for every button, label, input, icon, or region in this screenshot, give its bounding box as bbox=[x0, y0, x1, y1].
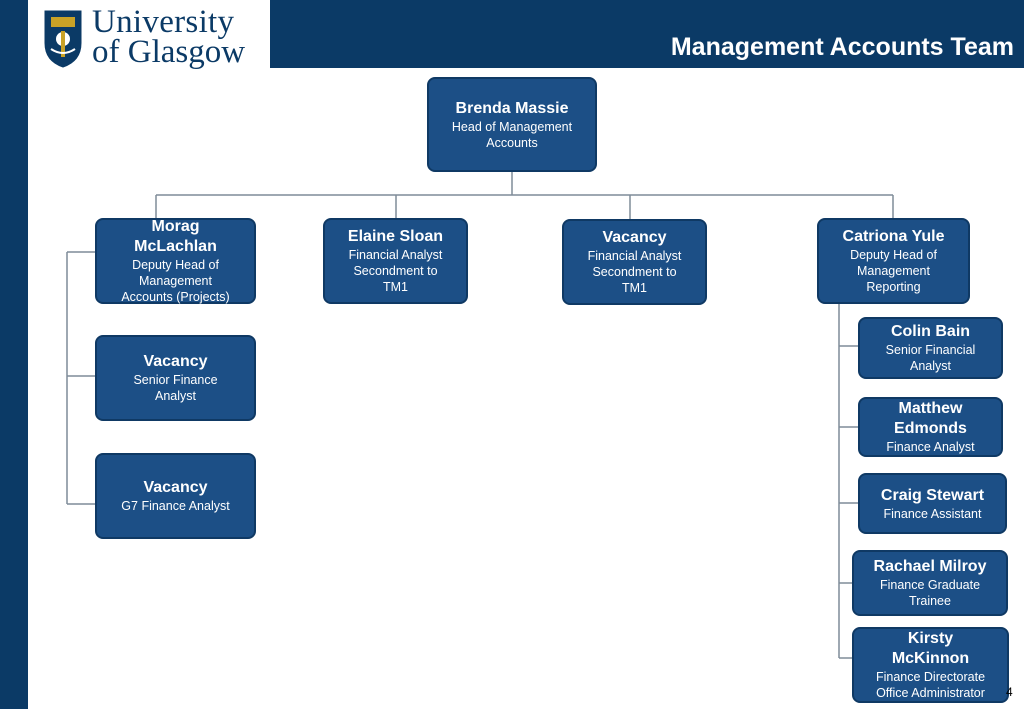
person-role: Senior Financial Analyst bbox=[885, 343, 976, 373]
person-role: Head of Management Accounts bbox=[451, 119, 573, 150]
person-name: Kirsty McKinnon bbox=[891, 630, 970, 667]
person-name: Elaine Sloan bbox=[347, 228, 444, 245]
person-name: Vacancy bbox=[143, 353, 208, 370]
header-bar: Management Accounts Team bbox=[270, 0, 1024, 68]
page-title: Management Accounts Team bbox=[670, 33, 1014, 61]
org-box-craig: Craig Stewart Finance Assistant bbox=[858, 473, 1007, 534]
org-box-kirsty: Kirsty McKinnon Finance Directorate Offi… bbox=[852, 627, 1009, 703]
university-logo: University of Glasgow bbox=[28, 0, 270, 80]
person-name: Brenda Massie bbox=[455, 99, 569, 117]
person-name: Catriona Yule bbox=[842, 228, 945, 245]
org-box-head: Brenda Massie Head of Management Account… bbox=[427, 77, 597, 172]
person-role: Finance Analyst bbox=[886, 440, 975, 454]
person-role: Finance Directorate Office Administrator bbox=[875, 670, 986, 700]
person-name: Craig Stewart bbox=[880, 486, 985, 504]
org-box-vacancy-sfa: Vacancy Senior Finance Analyst bbox=[95, 335, 256, 421]
org-box-elaine: Elaine Sloan Financial Analyst Secondmen… bbox=[323, 218, 468, 304]
org-box-vacancy-g7: Vacancy G7 Finance Analyst bbox=[95, 453, 256, 539]
person-role: Finance Assistant bbox=[883, 506, 982, 521]
person-role: Finance Graduate Trainee bbox=[879, 578, 981, 608]
org-box-morag: Morag McLachlan Deputy Head of Managemen… bbox=[95, 218, 256, 304]
university-crest-icon bbox=[44, 10, 82, 68]
page-number: 4 bbox=[1006, 685, 1013, 699]
person-role: Senior Finance Analyst bbox=[133, 373, 218, 403]
person-name: Rachael Milroy bbox=[873, 558, 987, 575]
org-box-rachael: Rachael Milroy Finance Graduate Trainee bbox=[852, 550, 1008, 616]
org-box-catriona: Catriona Yule Deputy Head of Management … bbox=[817, 218, 970, 304]
logo-text-university: University bbox=[92, 4, 235, 40]
org-box-vacancy-fa: Vacancy Financial Analyst Secondment to … bbox=[562, 219, 707, 305]
person-name: Vacancy bbox=[602, 229, 667, 246]
person-role: Deputy Head of Management Accounts (Proj… bbox=[121, 258, 230, 304]
left-accent-bar bbox=[0, 0, 28, 709]
person-role: Financial Analyst Secondment to TM1 bbox=[348, 248, 443, 294]
person-role: G7 Finance Analyst bbox=[121, 499, 230, 513]
org-box-colin: Colin Bain Senior Financial Analyst bbox=[858, 317, 1003, 379]
person-name: Colin Bain bbox=[890, 323, 971, 340]
person-name: Vacancy bbox=[143, 479, 208, 496]
person-name: Morag McLachlan bbox=[134, 218, 217, 255]
person-role: Financial Analyst Secondment to TM1 bbox=[587, 249, 682, 295]
person-name: Matthew Edmonds bbox=[894, 400, 967, 437]
org-box-matthew: Matthew Edmonds Finance Analyst bbox=[858, 397, 1003, 457]
logo-text-glasgow: of Glasgow bbox=[92, 34, 246, 70]
person-role: Deputy Head of Management Reporting bbox=[850, 248, 937, 294]
